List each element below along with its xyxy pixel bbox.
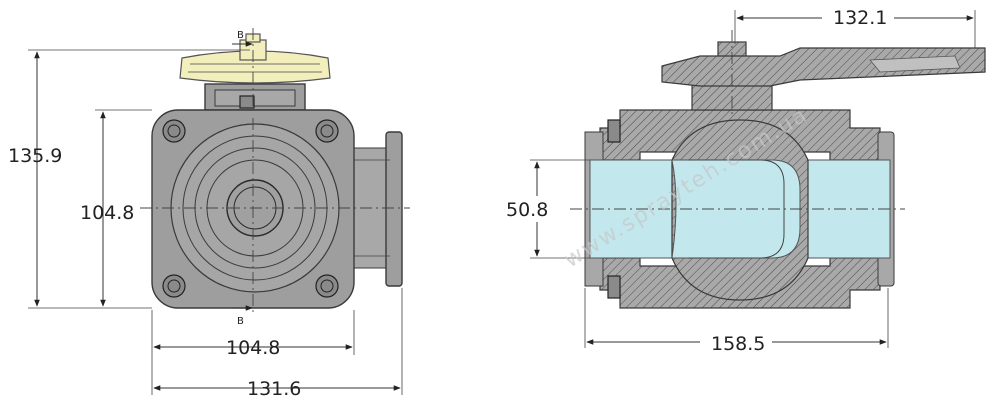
section-bolt-top — [607, 119, 621, 143]
front-handle — [179, 28, 331, 118]
section-view: 132.1 50.8 158.5 www.sprayteh.com.ua — [500, 6, 986, 355]
section-marker-bottom: B — [232, 305, 253, 327]
section-handle — [661, 41, 986, 111]
section-marker-top: B — [232, 30, 253, 47]
front-bolts — [162, 119, 339, 298]
front-view: B B 135.9 104.8 104.8 131.6 — [8, 28, 410, 400]
dim-body-height: 104.8 — [80, 202, 134, 224]
dim-total-width: 131.6 — [247, 378, 301, 400]
section-label-top: B — [237, 30, 244, 41]
front-side-port — [351, 131, 403, 287]
section-label-bottom: B — [237, 316, 244, 327]
dim-total-length: 158.5 — [711, 333, 765, 355]
dim-bore: 50.8 — [506, 199, 548, 221]
dim-total-height: 135.9 — [8, 145, 62, 167]
section-bolt-bottom — [607, 275, 621, 299]
dim-body-width: 104.8 — [226, 337, 280, 359]
dim-handle-length: 132.1 — [833, 7, 887, 29]
